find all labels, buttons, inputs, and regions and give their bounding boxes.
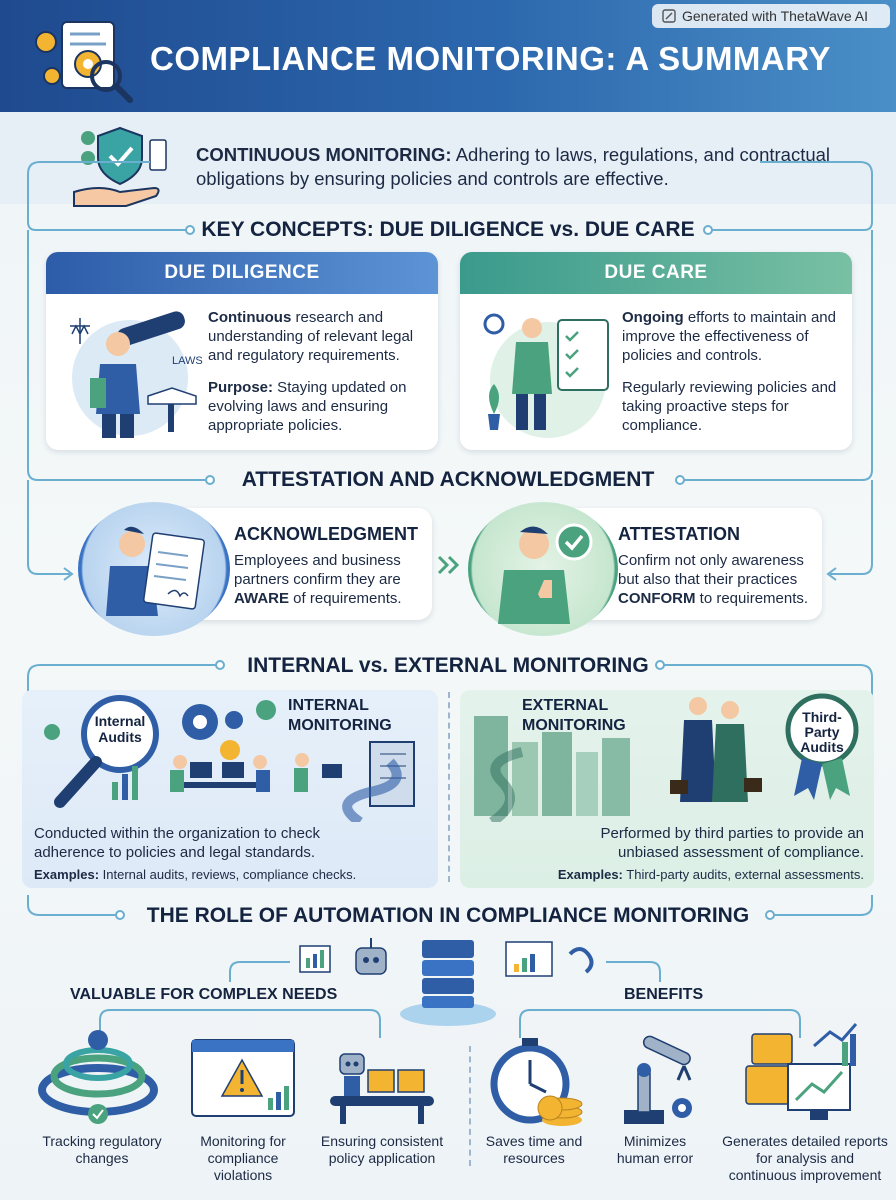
acknowledgment-text-before: Employees and business partners confirm … bbox=[234, 552, 401, 588]
seal-line3: Audits bbox=[800, 739, 844, 755]
internal-monitoring-label: INTERNAL MONITORING bbox=[288, 696, 392, 736]
caption-consistency: Ensuring consistent policy application bbox=[320, 1133, 444, 1166]
due-care-title: DUE CARE bbox=[460, 252, 852, 294]
due-diligence-purpose: Purpose: Staying updated on evolving law… bbox=[208, 378, 428, 435]
automation-connector bbox=[99, 961, 801, 1038]
external-monitoring-desc: Performed by third parties to provide an… bbox=[600, 825, 864, 861]
external-examples-text: Third-party audits, external assessments… bbox=[622, 867, 864, 882]
benefits-heading: BENEFITS bbox=[624, 986, 704, 1003]
due-care-card: DUE CARE Ongoing efforts to maintain and… bbox=[460, 252, 852, 450]
generated-badge: Generated with ThetaWave AI bbox=[652, 4, 890, 28]
signing-document-icon bbox=[106, 526, 205, 616]
due-care-text: efforts to maintain and improve the effe… bbox=[622, 309, 836, 364]
automation-divider bbox=[469, 1046, 471, 1166]
external-examples-label: Examples: bbox=[557, 867, 623, 882]
internal-examples-text: Internal audits, reviews, compliance che… bbox=[99, 867, 357, 882]
due-diligence-purpose-label: Purpose: bbox=[208, 379, 274, 396]
automation-heading: THE ROLE OF AUTOMATION IN COMPLIANCE MON… bbox=[146, 904, 750, 927]
internal-monitoring-examples: Examples: Internal audits, reviews, comp… bbox=[34, 866, 394, 883]
magnifier-line1: Internal bbox=[94, 713, 146, 729]
automation-hub-illustration bbox=[299, 938, 594, 1026]
attestation-text-after: to requirements. bbox=[695, 590, 809, 607]
monitoring-heading: INTERNAL vs. EXTERNAL MONITORING bbox=[247, 654, 649, 677]
external-audit-illustration bbox=[474, 693, 859, 822]
due-care-lead: Ongoing bbox=[622, 309, 684, 326]
telescope-person-icon: LAWS bbox=[70, 311, 203, 438]
conveyor-robot-icon bbox=[330, 1053, 434, 1124]
caption-violations: Monitoring for compliance violations bbox=[200, 1133, 286, 1183]
attestation-text-before: Confirm not only awareness but also that… bbox=[618, 552, 804, 588]
acknowledgment-text-after: of requirements. bbox=[289, 590, 402, 607]
reports-folder-icon bbox=[745, 1023, 858, 1120]
magnifier-label: Internal Audits bbox=[82, 713, 158, 745]
page-title: COMPLIANCE MONITORING: A SUMMARY bbox=[150, 40, 831, 77]
internal-audit-illustration bbox=[44, 695, 415, 822]
flow-connector bbox=[27, 161, 873, 920]
acknowledgment-emphasis: AWARE bbox=[234, 590, 290, 607]
caption-saves-time: Saves time and resources bbox=[485, 1133, 583, 1166]
external-monitoring-label: EXTERNAL MONITORING bbox=[522, 696, 626, 736]
laws-sign: LAWS bbox=[172, 355, 203, 367]
external-label-line2: MONITORING bbox=[522, 717, 626, 734]
seal-line2: Party bbox=[804, 724, 840, 740]
attestation-text: Confirm not only awareness but also that… bbox=[618, 551, 812, 608]
seal-line1: Third- bbox=[802, 709, 842, 725]
thumbs-up-person-icon bbox=[498, 523, 593, 624]
external-label-line1: EXTERNAL bbox=[522, 697, 609, 714]
robotic-arm-icon bbox=[624, 1035, 692, 1124]
magnifier-line2: Audits bbox=[98, 729, 142, 745]
intro-statement: CONTINUOUS MONITORING: Adhering to laws,… bbox=[196, 143, 836, 191]
attestation-illustration bbox=[468, 502, 618, 636]
document-gear-icon bbox=[35, 21, 133, 103]
attestation-title: ATTESTATION bbox=[618, 524, 740, 544]
sparkle-icon bbox=[662, 9, 676, 23]
internal-label-line2: MONITORING bbox=[288, 717, 392, 734]
caption-tracking: Tracking regulatory changes bbox=[42, 1133, 162, 1166]
page-header: COMPLIANCE MONITORING: A SUMMARY Generat… bbox=[0, 0, 896, 112]
due-diligence-desc: Continuous research and understanding of… bbox=[208, 308, 428, 365]
seal-label: Third- Party Audits bbox=[782, 710, 862, 755]
chevron-right-icon bbox=[437, 555, 460, 575]
internal-examples-label: Examples: bbox=[34, 867, 100, 882]
stopwatch-coins-icon bbox=[490, 1038, 583, 1126]
intro-term: CONTINUOUS MONITORING: bbox=[196, 144, 452, 165]
acknowledgment-title: ACKNOWLEDGMENT bbox=[234, 524, 418, 544]
violation-monitor-icon bbox=[191, 1039, 295, 1117]
tracking-rings-icon bbox=[38, 1030, 158, 1124]
needs-heading: VALUABLE FOR COMPLEX NEEDS bbox=[70, 986, 338, 1003]
internal-monitoring-desc: Conducted within the organization to che… bbox=[34, 825, 321, 861]
due-diligence-title: DUE DILIGENCE bbox=[46, 252, 438, 294]
due-diligence-text: research and understanding of relevant l… bbox=[208, 309, 414, 364]
badge-label: Generated with ThetaWave AI bbox=[682, 8, 868, 24]
due-diligence-card: DUE DILIGENCE LAWS Continuous research a… bbox=[46, 252, 438, 450]
due-care-practice: Regularly reviewing policies and taking … bbox=[622, 379, 837, 434]
intro-definition: Adhering to laws, regulations, and contr… bbox=[196, 144, 831, 189]
caption-human-error: Minimizes human error bbox=[616, 1133, 694, 1166]
due-diligence-purpose-text: Staying updated on evolving laws and ens… bbox=[208, 379, 407, 434]
acknowledgment-illustration bbox=[78, 502, 230, 636]
external-monitoring-examples: Examples: Third-party audits, external a… bbox=[500, 866, 864, 883]
attestation-emphasis: CONFORM bbox=[618, 590, 696, 607]
due-diligence-lead: Continuous bbox=[208, 309, 292, 326]
acknowledgment-text: Employees and business partners confirm … bbox=[234, 551, 418, 608]
monitoring-divider bbox=[448, 692, 450, 882]
internal-label-line1: INTERNAL bbox=[288, 697, 369, 714]
shield-hand-icon bbox=[73, 126, 167, 207]
caption-reports: Generates detailed reports for analysis … bbox=[722, 1133, 888, 1183]
checklist-person-icon bbox=[483, 313, 609, 438]
due-care-desc: Ongoing efforts to maintain and improve … bbox=[622, 308, 844, 365]
attestation-heading: ATTESTATION AND ACKNOWLEDGMENT bbox=[241, 468, 655, 491]
key-concepts-heading: KEY CONCEPTS: DUE DILIGENCE vs. DUE CARE bbox=[201, 218, 695, 241]
